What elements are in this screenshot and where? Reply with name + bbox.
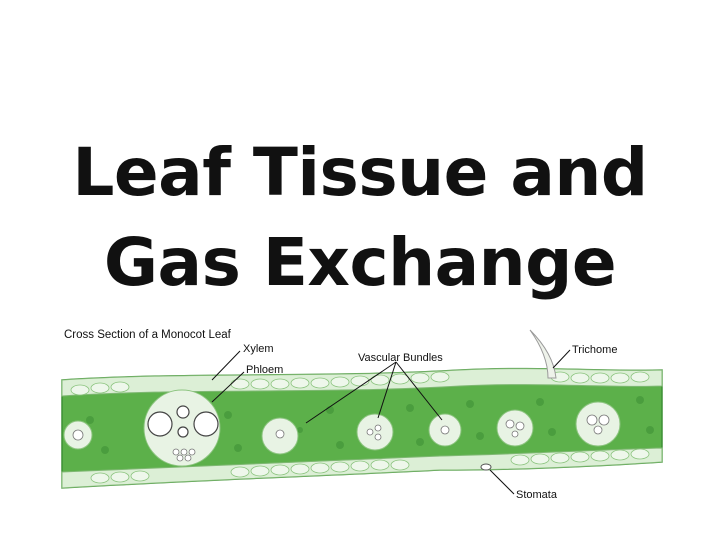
bundle-3 bbox=[356, 413, 394, 451]
bundle-6 bbox=[575, 401, 621, 447]
leaf-cross-section-illustration bbox=[61, 329, 663, 495]
bundle-5 bbox=[496, 409, 534, 447]
label-xylem: Xylem bbox=[243, 343, 274, 355]
trichome bbox=[529, 329, 557, 379]
xylem-vessels bbox=[147, 405, 219, 438]
label-vascular-bundles: Vascular Bundles bbox=[358, 352, 443, 364]
figure-caption: Cross Section of a Monocot Leaf bbox=[64, 329, 231, 341]
stomata bbox=[480, 463, 492, 471]
label-phloem: Phloem bbox=[246, 364, 284, 376]
phloem-cells bbox=[72, 414, 610, 462]
title-line-2: Gas Exchange bbox=[103, 224, 617, 301]
label-trichome: Trichome bbox=[572, 344, 618, 356]
label-leader-lines bbox=[211, 349, 571, 495]
label-stomata: Stomata bbox=[516, 489, 557, 501]
slide-title: Leaf Tissue and Gas Exchange bbox=[0, 128, 720, 308]
leaf-cross-section-figure: Xylem Phloem Vascular Bundles Trichome S… bbox=[0, 320, 720, 540]
title-line-1: Leaf Tissue and bbox=[72, 134, 648, 211]
epidermal-cells bbox=[70, 371, 650, 484]
mesophyll-cells bbox=[86, 396, 654, 454]
